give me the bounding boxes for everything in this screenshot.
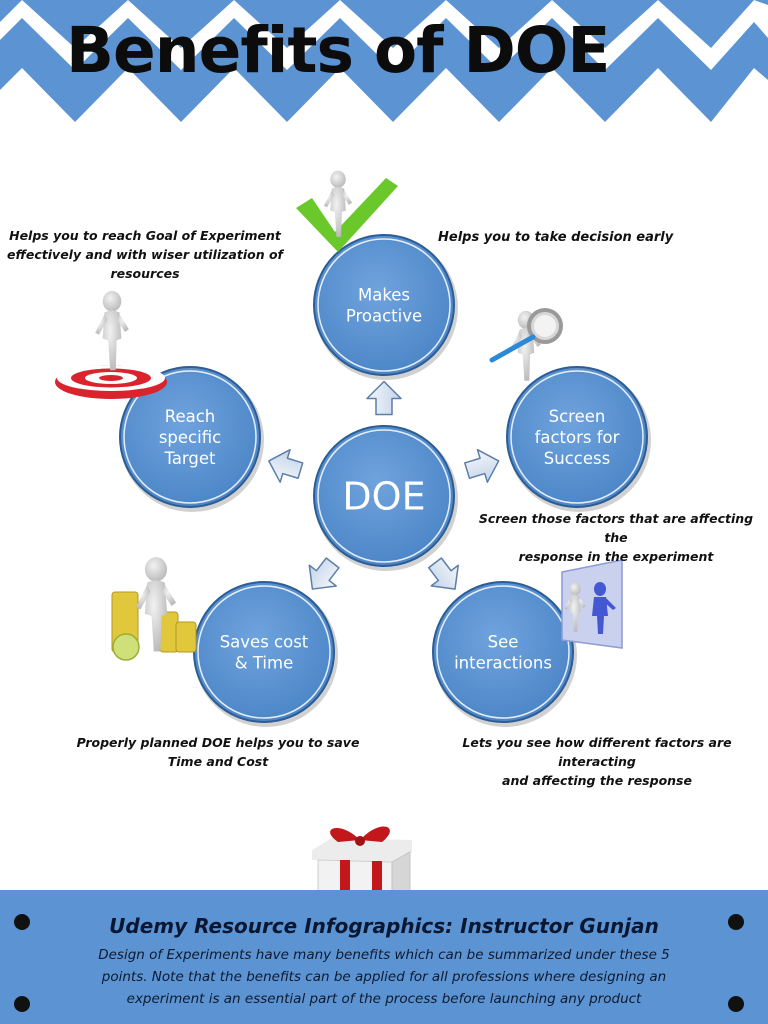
arrow-to-cost (308, 557, 340, 590)
doe-center-label: DOE (342, 475, 425, 519)
corner-dot (728, 914, 744, 930)
target-description: Helps you to reach Goal of Experiment ef… (7, 228, 283, 281)
corner-dot (14, 996, 30, 1012)
arrow-to-interactions (427, 557, 459, 590)
footer-title: Udemy Resource Infographics: Instructor … (109, 914, 659, 938)
arrow-to-target (268, 448, 304, 483)
magnifier-figure-icon (489, 308, 563, 381)
gift-box-icon (312, 826, 412, 890)
proactive-description: Helps you to take decision early (438, 230, 674, 245)
arrow-to-proactive (366, 380, 402, 416)
arrows-group (268, 380, 500, 590)
screen-description: Screen those factors that are affecting … (478, 511, 754, 564)
arrow-to-screen (464, 448, 500, 483)
interactions-description: Lets you see how different factors are i… (462, 735, 732, 788)
cost-node-label: Saves cost& Time (220, 632, 309, 672)
footer-banner: Udemy Resource Infographics: Instructor … (0, 890, 768, 1024)
zigzag-banner (0, 0, 768, 122)
page-title: Benefits of DOE (66, 14, 610, 87)
mirror-figure-icon (561, 559, 623, 649)
cost-node: Saves cost& Time (193, 581, 338, 727)
banner-top-zigzag (0, 0, 768, 48)
footer-text: Design of Experiments have many benefits… (98, 947, 670, 1007)
doe-center-node: DOE (313, 425, 458, 571)
target-figure-icon (55, 290, 167, 399)
corner-dot (728, 996, 744, 1012)
cost-description: Properly planned DOE helps you to save T… (76, 735, 360, 769)
checkmark-figure-icon (296, 170, 398, 252)
coins-figure-icon (111, 557, 197, 661)
corner-dot (14, 914, 30, 930)
banner-zigzag-band (0, 18, 768, 122)
